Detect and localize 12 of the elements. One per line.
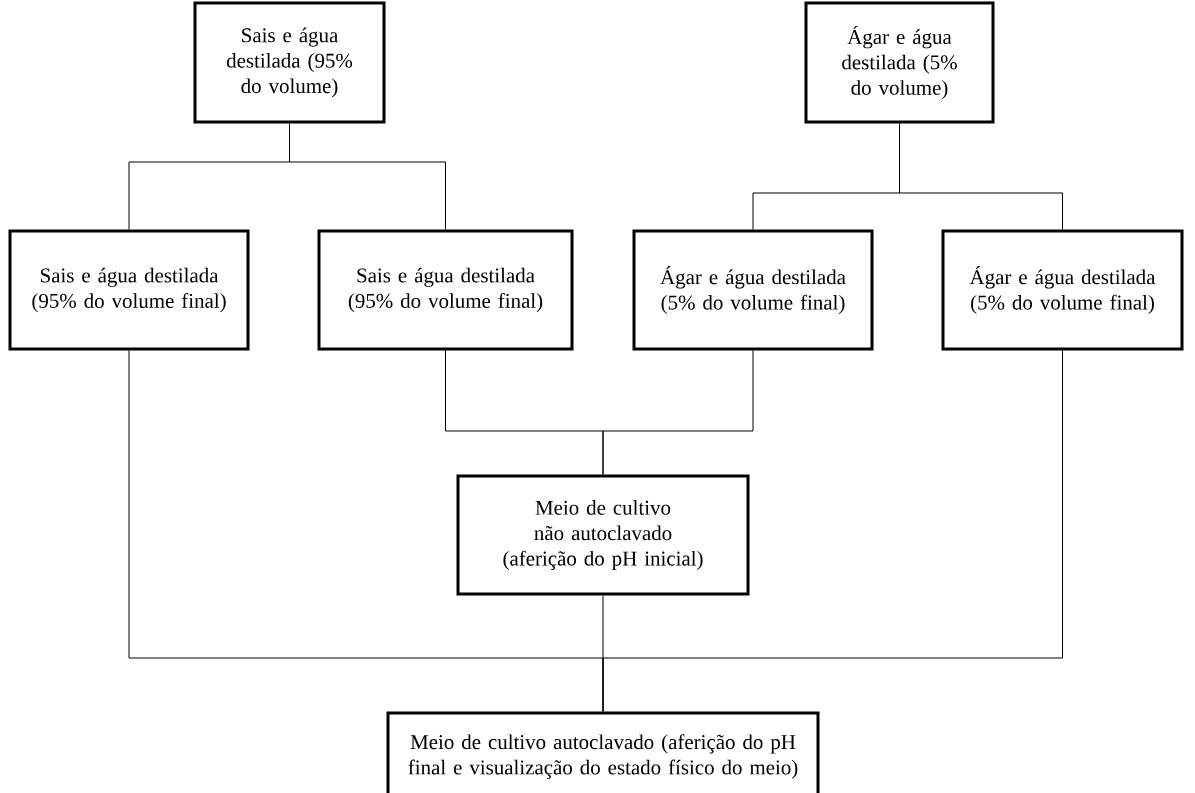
process-box: Ágar e água destilada (5% do volume final) — [941, 229, 1184, 351]
connector-line — [289, 123, 446, 230]
connector-line — [899, 123, 1063, 230]
process-box: Sais e água destilada (95% do volume final) — [8, 229, 250, 351]
process-box: Sais e água destilada (95% do volume) — [193, 1, 386, 124]
process-box: Meio de cultivo não autoclavado (aferição do pH inicial) — [456, 474, 750, 596]
process-box: Ágar e água destilada (5% do volume final) — [632, 229, 874, 351]
connector-line — [602, 350, 754, 475]
process-box: Meio de cultivo autoclavado (aferição do pH final e visualização do estado físico do meio) — [386, 711, 820, 793]
process-box: Sais e água destilada (95% do volume final) — [317, 229, 574, 351]
process-box: Ágar e água destilada (5% do volume) — [804, 1, 995, 124]
connector-line — [602, 595, 604, 712]
